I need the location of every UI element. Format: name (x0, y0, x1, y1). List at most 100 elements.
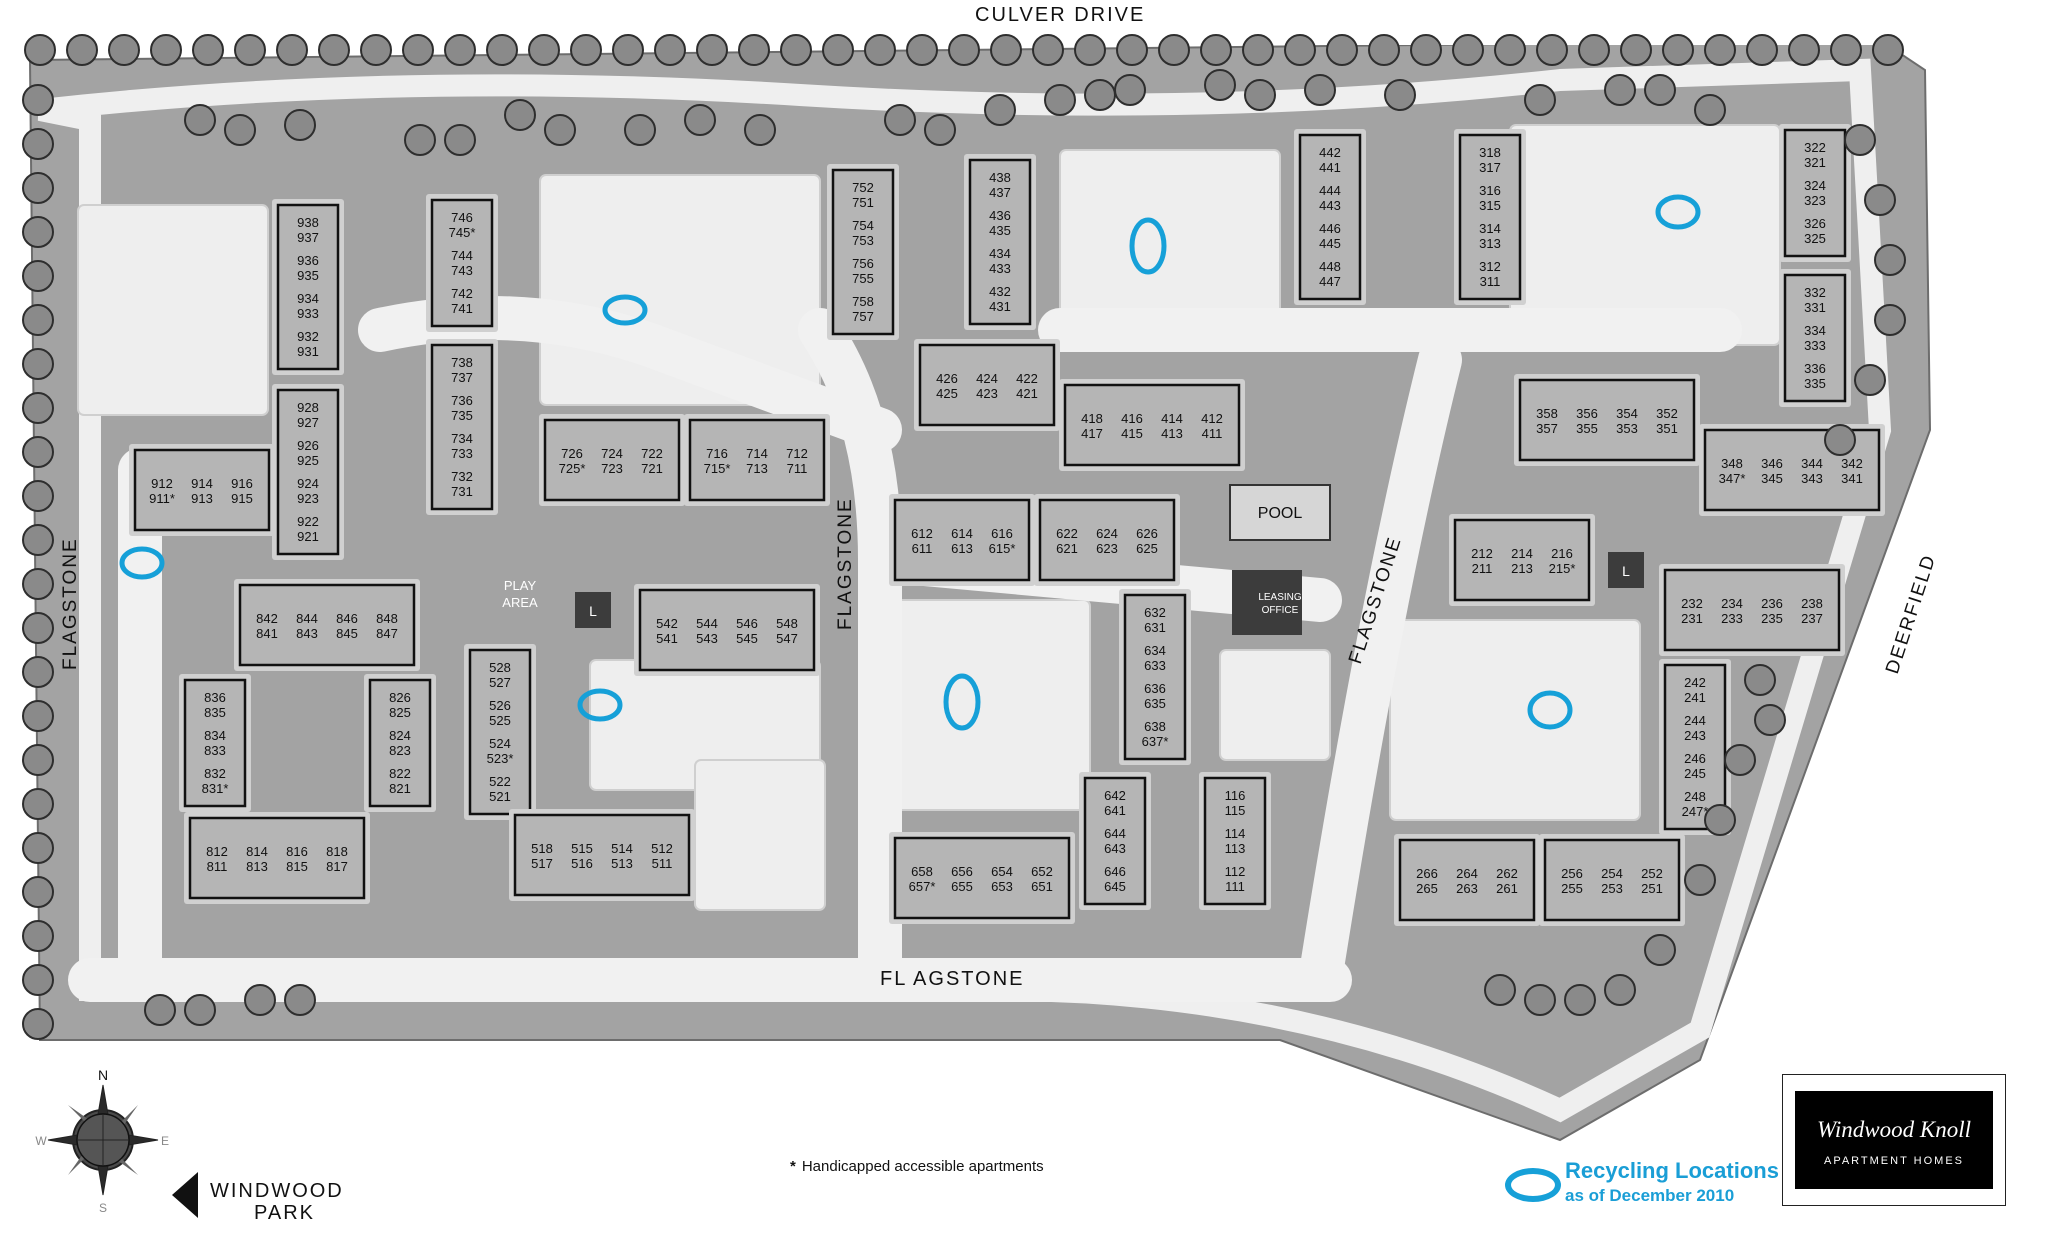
recycling-markers (119, 194, 1701, 731)
tree-icon (22, 128, 54, 160)
tree-icon (1684, 864, 1716, 896)
unit-label: 511 (652, 856, 673, 871)
unit-label: 311 (1480, 274, 1501, 289)
unit-label: 933 (297, 306, 319, 321)
building-b730 (430, 343, 494, 511)
tree-icon (1200, 34, 1232, 66)
tree-icon (66, 34, 98, 66)
unit-label: 521 (489, 789, 511, 804)
street-flagstone-bottom: FL AGSTONE (880, 968, 1025, 990)
unit-label: 733 (451, 446, 473, 461)
tree-icon (1872, 34, 1904, 66)
unit-label: 723 (601, 461, 623, 476)
unit-label: 323 (1804, 193, 1826, 208)
unit-label: 425 (936, 386, 958, 401)
unit-label: 212 (1471, 546, 1493, 561)
unit-label: 354 (1616, 406, 1638, 421)
tree-icon (504, 99, 536, 131)
leasing-office-label: LEASING (1258, 592, 1302, 603)
tree-icon (1116, 34, 1148, 66)
unit-label: 322 (1804, 140, 1826, 155)
unit-label: 336 (1804, 361, 1826, 376)
tree-icon (444, 124, 476, 156)
unit-label: 651 (1031, 879, 1053, 894)
unit-label: 315 (1479, 198, 1501, 213)
unit-label: 527 (489, 675, 511, 690)
tree-icon (22, 832, 54, 864)
buildings-layer: 9389379369359349339329319289279269259249… (129, 124, 1885, 926)
unit-label: 331 (1804, 300, 1826, 315)
street-flagstone-center: FLAGSTONE (835, 497, 856, 630)
unit-label: 446 (1319, 221, 1341, 236)
unit-label: 256 (1561, 866, 1583, 881)
tree-icon (244, 984, 276, 1016)
tree-icon (1854, 364, 1886, 396)
unit-label: 913 (191, 491, 213, 506)
unit-label: 213 (1511, 561, 1533, 576)
tree-icon (360, 34, 392, 66)
unit-label: 514 (611, 841, 633, 856)
tree-icon (22, 172, 54, 204)
unit-label: 615* (989, 541, 1016, 556)
unit-label: 516 (571, 856, 593, 871)
unit-label: 114 (1225, 826, 1246, 841)
compass-rose: N S E W (35, 1067, 169, 1215)
unit-label: 817 (326, 859, 348, 874)
unit-label: 735 (451, 408, 473, 423)
building-b510 (513, 813, 691, 897)
unit-label: 544 (696, 616, 718, 631)
tree-icon (1824, 424, 1856, 456)
building-b250 (1543, 838, 1681, 922)
unit-label: 816 (286, 844, 308, 859)
tree-icon (1242, 34, 1274, 66)
unit-label: 526 (489, 698, 511, 713)
unit-label: 726 (561, 446, 583, 461)
unit-label: 758 (852, 294, 874, 309)
tree-icon (22, 920, 54, 952)
laundry-markers: L L (575, 552, 1644, 628)
unit-label: 445 (1319, 236, 1341, 251)
unit-label: 614 (951, 526, 973, 541)
unit-label: 111 (1225, 879, 1245, 894)
unit-label: 263 (1456, 881, 1478, 896)
unit-label: 646 (1104, 864, 1126, 879)
unit-label: 825 (389, 705, 411, 720)
unit-label: 751 (852, 195, 874, 210)
building-b240 (1663, 663, 1727, 831)
unit-label: 736 (451, 393, 473, 408)
tree-icon (624, 114, 656, 146)
unit-label: 233 (1721, 611, 1743, 626)
unit-label: 416 (1121, 411, 1143, 426)
building-b520 (468, 648, 532, 816)
tree-icon (192, 34, 224, 66)
tree-icon (1864, 184, 1896, 216)
building-b650 (893, 836, 1071, 920)
tree-icon (612, 34, 644, 66)
unit-label: 624 (1096, 526, 1118, 541)
tree-icon (276, 34, 308, 66)
tree-icon (544, 114, 576, 146)
unit-label: 424 (976, 371, 998, 386)
tree-icon (224, 114, 256, 146)
tree-icon (1114, 74, 1146, 106)
unit-label: 925 (297, 453, 319, 468)
unit-label: 423 (976, 386, 998, 401)
unit-label: 725* (559, 461, 586, 476)
play-area-label: PLAY (504, 578, 537, 593)
unit-label: 432 (989, 284, 1011, 299)
tree-icon (22, 260, 54, 292)
unit-label: 634 (1144, 643, 1166, 658)
unit-label: 441 (1319, 160, 1341, 175)
building-b420 (918, 343, 1056, 427)
unit-label: 616 (991, 526, 1013, 541)
unit-label: 835 (204, 705, 226, 720)
unit-label: 342 (1841, 456, 1863, 471)
compass-w: W (35, 1134, 47, 1148)
unit-label: 831* (202, 781, 229, 796)
unit-label: 612 (911, 526, 933, 541)
tree-icon (1244, 79, 1276, 111)
unit-label: 936 (297, 253, 319, 268)
unit-label: 254 (1601, 866, 1623, 881)
unit-label: 421 (1016, 386, 1038, 401)
